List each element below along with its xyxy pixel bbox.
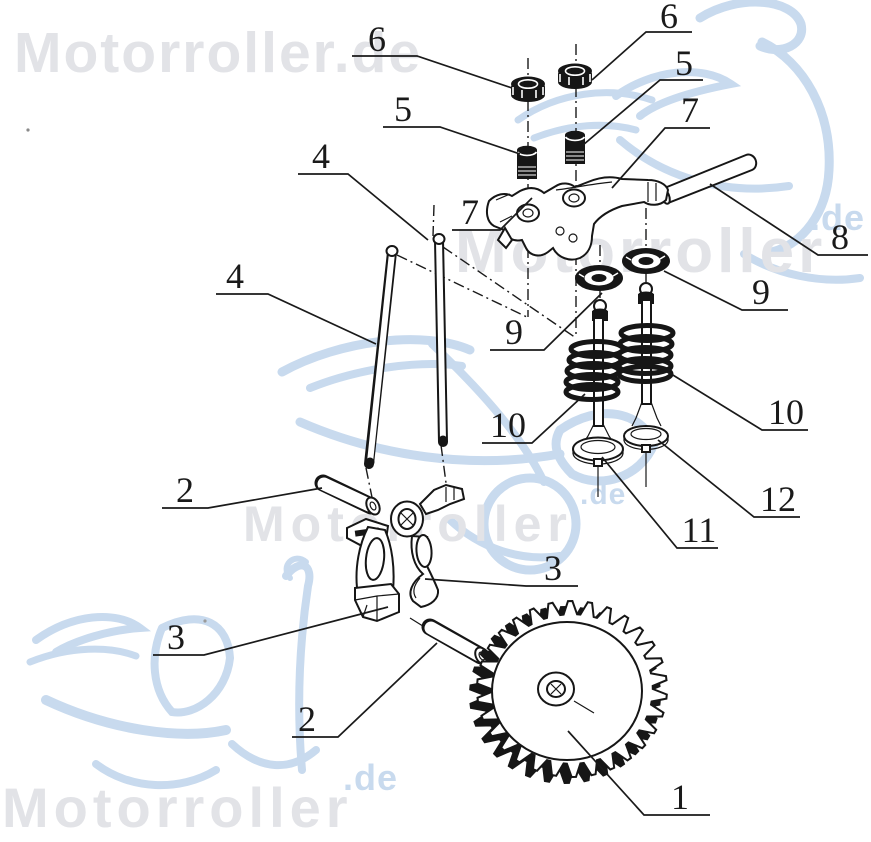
- callout-label: 11: [682, 510, 717, 550]
- callout-7-left: 7: [452, 192, 533, 232]
- callout-label: 7: [461, 192, 479, 232]
- callout-2-upper: 2: [162, 470, 323, 510]
- valve-left: [572, 317, 624, 497]
- callout-4-upper: 4: [298, 136, 429, 241]
- callout-7-right: 7: [611, 90, 710, 189]
- watermark-text-top: Motorroller.de: [14, 21, 422, 85]
- callout-9-right: 9: [663, 270, 788, 312]
- valve-spring-right: [616, 323, 676, 384]
- callout-label: 1: [671, 777, 689, 817]
- callout-1: 1: [567, 730, 710, 817]
- callout-label: 3: [167, 617, 185, 657]
- camshaft-pin-upper: [314, 474, 381, 516]
- callout-11: 11: [601, 456, 718, 550]
- watermark-suffix-middle-left: .de: [580, 478, 626, 511]
- callout-10-right: 10: [667, 371, 808, 432]
- spring-retainer-left: [574, 264, 624, 292]
- scooter-watermark-middle: [277, 335, 659, 575]
- scooter-watermark-bottom-left: [26, 555, 320, 789]
- callout-3-left: 3: [153, 606, 389, 657]
- callout-12: 12: [657, 439, 800, 519]
- stray-dot-2: [203, 619, 207, 623]
- callout-label: 10: [768, 392, 804, 432]
- callout-10-left: 10: [482, 393, 586, 445]
- callout-5-left: 5: [383, 89, 521, 155]
- parts-layer: [314, 62, 758, 785]
- callout-label: 3: [544, 548, 562, 588]
- callout-5-right: 5: [582, 43, 703, 146]
- callout-label: 10: [490, 405, 526, 445]
- callout-label: 4: [312, 136, 330, 176]
- cam-follower-arms: [346, 483, 466, 623]
- valve-keeper-left: [592, 299, 608, 321]
- spring-retainer-right: [621, 247, 671, 275]
- callout-2-lower: 2: [292, 642, 438, 739]
- callout-6-right: 6: [591, 0, 692, 81]
- camshaft-pin-lower: [409, 617, 490, 666]
- callout-label: 9: [752, 272, 770, 312]
- watermark-suffix-middle-right: .de: [810, 197, 865, 238]
- callout-6-left: 6: [352, 19, 513, 89]
- pushrod-left: [364, 245, 399, 469]
- callout-label: 2: [298, 699, 316, 739]
- callouts-layer: 6 6 5 5 7 7 8 4: [153, 0, 868, 817]
- callout-8: 8: [709, 183, 868, 257]
- timing-gear: [469, 599, 668, 785]
- callout-3-right: 3: [424, 548, 578, 588]
- watermark-text-bottom: Motorroller: [2, 776, 353, 839]
- valve-adjuster-left: [516, 145, 538, 180]
- callout-label: 6: [368, 19, 386, 59]
- stray-dot: [26, 128, 30, 132]
- callout-9-left: 9: [490, 292, 603, 352]
- callout-label: 5: [675, 43, 693, 83]
- callout-label: 4: [226, 256, 244, 296]
- scooter-watermark-top-right: [514, 0, 864, 284]
- callout-label: 8: [831, 217, 849, 257]
- callout-label: 12: [760, 479, 796, 519]
- callout-label: 2: [176, 470, 194, 510]
- valve-adjuster-right: [564, 130, 586, 165]
- lock-nut-left: [510, 75, 546, 103]
- callout-4-lower: 4: [216, 256, 377, 345]
- pushrod-right: [432, 233, 448, 447]
- rocker-shaft: [658, 153, 758, 205]
- callout-label: 5: [394, 89, 412, 129]
- rocker-arm-assembly: [485, 176, 670, 261]
- lock-nut-right: [557, 62, 593, 90]
- callout-label: 9: [505, 312, 523, 352]
- callout-label: 7: [681, 90, 699, 130]
- watermark-suffix-bottom: .de: [343, 757, 398, 798]
- callout-label: 6: [660, 0, 678, 36]
